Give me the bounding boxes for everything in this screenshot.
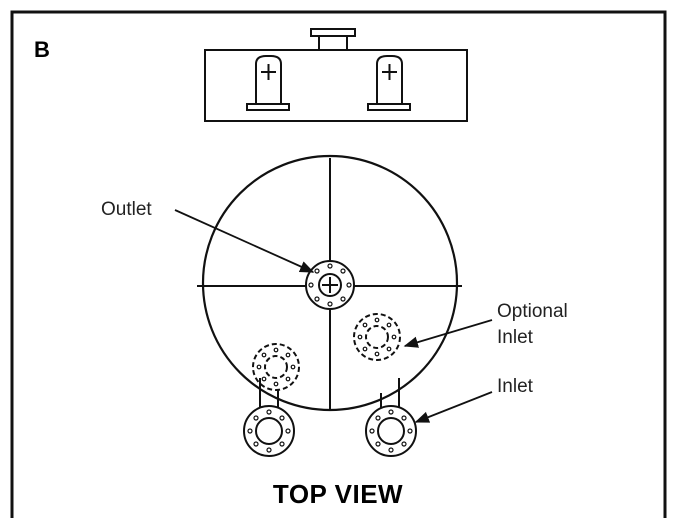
outlet-bolt-holes xyxy=(308,263,352,307)
outlet-flange xyxy=(305,260,355,310)
optional-inlet-label-line2: Inlet xyxy=(497,327,534,348)
optional-inlet-label-line1: Optional xyxy=(497,301,568,322)
outlet-label: Outlet xyxy=(101,199,152,220)
side-terminal-left xyxy=(246,55,290,111)
top-view xyxy=(197,154,462,457)
panel-letter: B xyxy=(34,37,50,62)
optional-inlet-leader-arrow xyxy=(403,319,493,348)
inlet-right xyxy=(365,378,417,457)
side-terminal-right xyxy=(367,55,411,111)
inlet-leader-arrow xyxy=(414,391,493,423)
outlet-leader-arrow xyxy=(174,209,315,273)
optional-inlet-right xyxy=(353,313,401,361)
inlet-left xyxy=(243,378,295,457)
optional-inlet-left xyxy=(252,343,300,391)
view-title: TOP VIEW xyxy=(273,479,403,509)
panel-frame xyxy=(10,10,667,518)
side-view-body xyxy=(204,49,468,122)
side-view xyxy=(204,28,468,122)
inlet-label: Inlet xyxy=(497,376,534,397)
top-nozzle-flange xyxy=(310,28,356,37)
